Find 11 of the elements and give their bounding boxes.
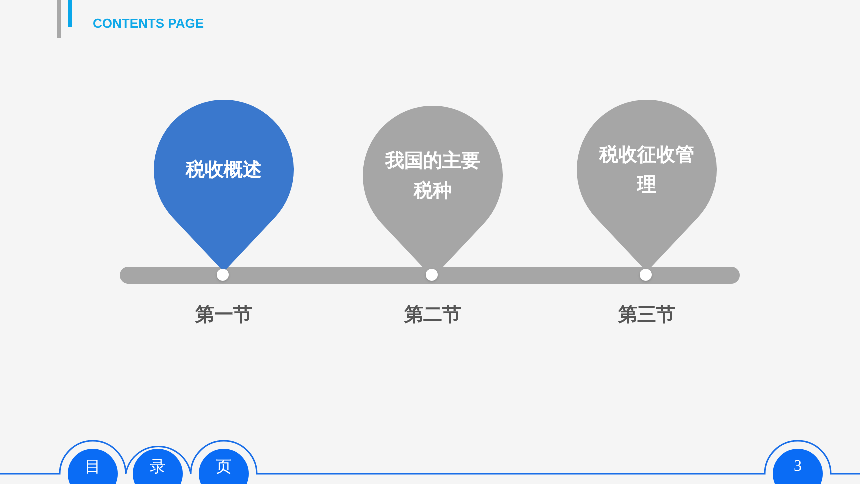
page-heading: CONTENTS PAGE (93, 16, 204, 31)
tab-circle: 3 (773, 449, 823, 484)
pin-label: 我国的主要税种 (384, 149, 482, 204)
pin-label: 税收概述 (184, 158, 263, 183)
section-label: 第一节 (194, 303, 254, 328)
tab-circle: 页 (199, 449, 249, 484)
section-label: 第二节 (404, 303, 462, 328)
tab-circle: 目 (68, 449, 118, 484)
tab-circle: 录 (133, 449, 183, 484)
pin-label: 税收征收管理 (598, 143, 696, 198)
section-label: 第三节 (618, 303, 676, 328)
